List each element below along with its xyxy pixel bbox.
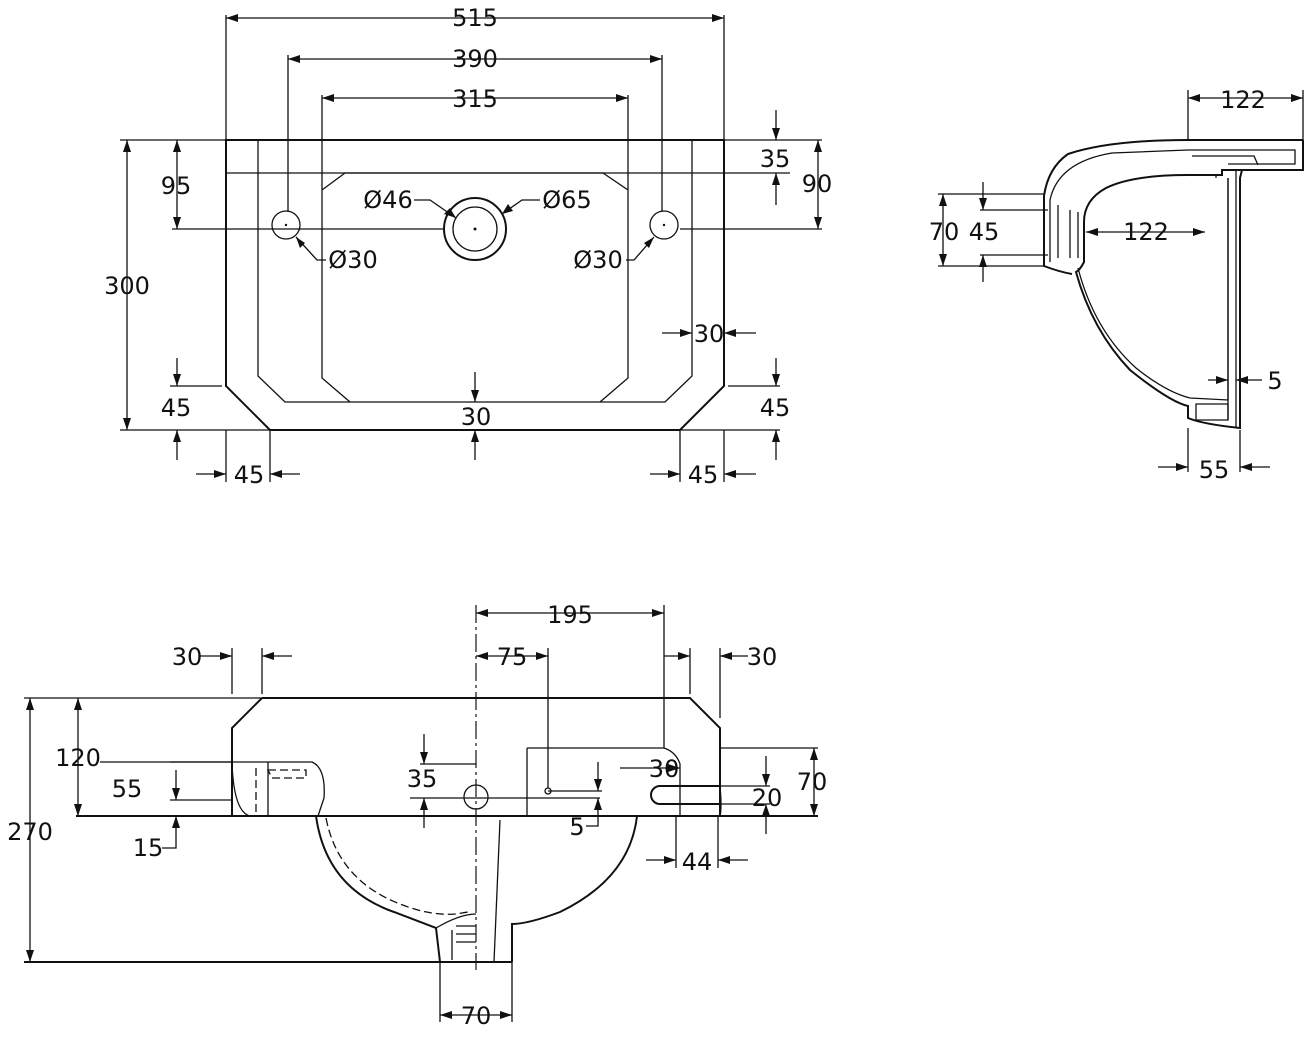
centre-hole-offset-label: 95 [161, 172, 192, 200]
bowl-curve [315, 815, 638, 963]
front-view: 195 30 30 75 120 55 270 15 35 5 30 20 70… [7, 601, 827, 1030]
centre-hole-inner [452, 206, 498, 252]
waste-width-label: 70 [461, 1002, 492, 1030]
depth-label: 300 [104, 272, 150, 300]
wall-gap-label: 5 [1267, 367, 1282, 395]
chamfer-right-width-label: 45 [688, 461, 719, 489]
overflow-drop-label: 35 [407, 765, 438, 793]
slot-outline [650, 785, 721, 805]
base-offset-label: 15 [133, 834, 164, 862]
centre-to-tap-label: 195 [547, 601, 593, 629]
chamfer-left-width-label: 45 [234, 461, 265, 489]
front-wall-label: 30 [461, 403, 492, 431]
centre-hole-outer-label: Ø65 [542, 186, 591, 214]
inner-height-label: 45 [969, 218, 1000, 246]
right-tap-hole [649, 210, 679, 240]
wall-width-label: 122 [1123, 218, 1169, 246]
side-wall-label: 30 [694, 320, 725, 348]
chamfer-left-height-label: 45 [161, 394, 192, 422]
front-height-label: 120 [55, 744, 101, 772]
left-tap-hole [271, 210, 301, 240]
centre-hole-diameter-label: Ø46 [363, 186, 412, 214]
bowl-width-label: 315 [452, 85, 498, 113]
right-chamfer-label: 30 [747, 643, 778, 671]
slot-offset-label: 44 [682, 848, 713, 876]
top-width-label: 122 [1220, 86, 1266, 114]
tap-spacing-label: 390 [452, 45, 498, 73]
left-chamfer-label: 30 [172, 643, 203, 671]
bowl-outline [321, 95, 629, 403]
side-view: 122 122 70 45 5 55 [929, 86, 1304, 484]
top-view: 515 390 315 300 95 35 90 Ø46 Ø65 Ø30 Ø30… [104, 4, 832, 489]
deck-depth-label: 90 [802, 170, 833, 198]
chamfer-right-height-label: 45 [760, 394, 791, 422]
overall-width-label: 515 [452, 4, 498, 32]
overall-height-label: 270 [7, 818, 53, 846]
overflow-diameter-label: 5 [569, 813, 584, 841]
bracket-width-label: 55 [1199, 456, 1230, 484]
centre-to-overflow-label: 75 [497, 643, 528, 671]
tap-height-label: 55 [112, 775, 143, 803]
right-tap-hole-label: Ø30 [573, 246, 622, 274]
side-profile-outline [1074, 140, 1304, 430]
back-height-label: 70 [797, 768, 828, 796]
left-tap-hole-label: Ø30 [328, 246, 377, 274]
side-inner-curve [1077, 178, 1229, 401]
slot-height-label: 20 [752, 784, 783, 812]
outer-height-label: 70 [929, 218, 960, 246]
rim-depth-label: 35 [760, 145, 791, 173]
slot-width-label: 30 [649, 755, 680, 783]
